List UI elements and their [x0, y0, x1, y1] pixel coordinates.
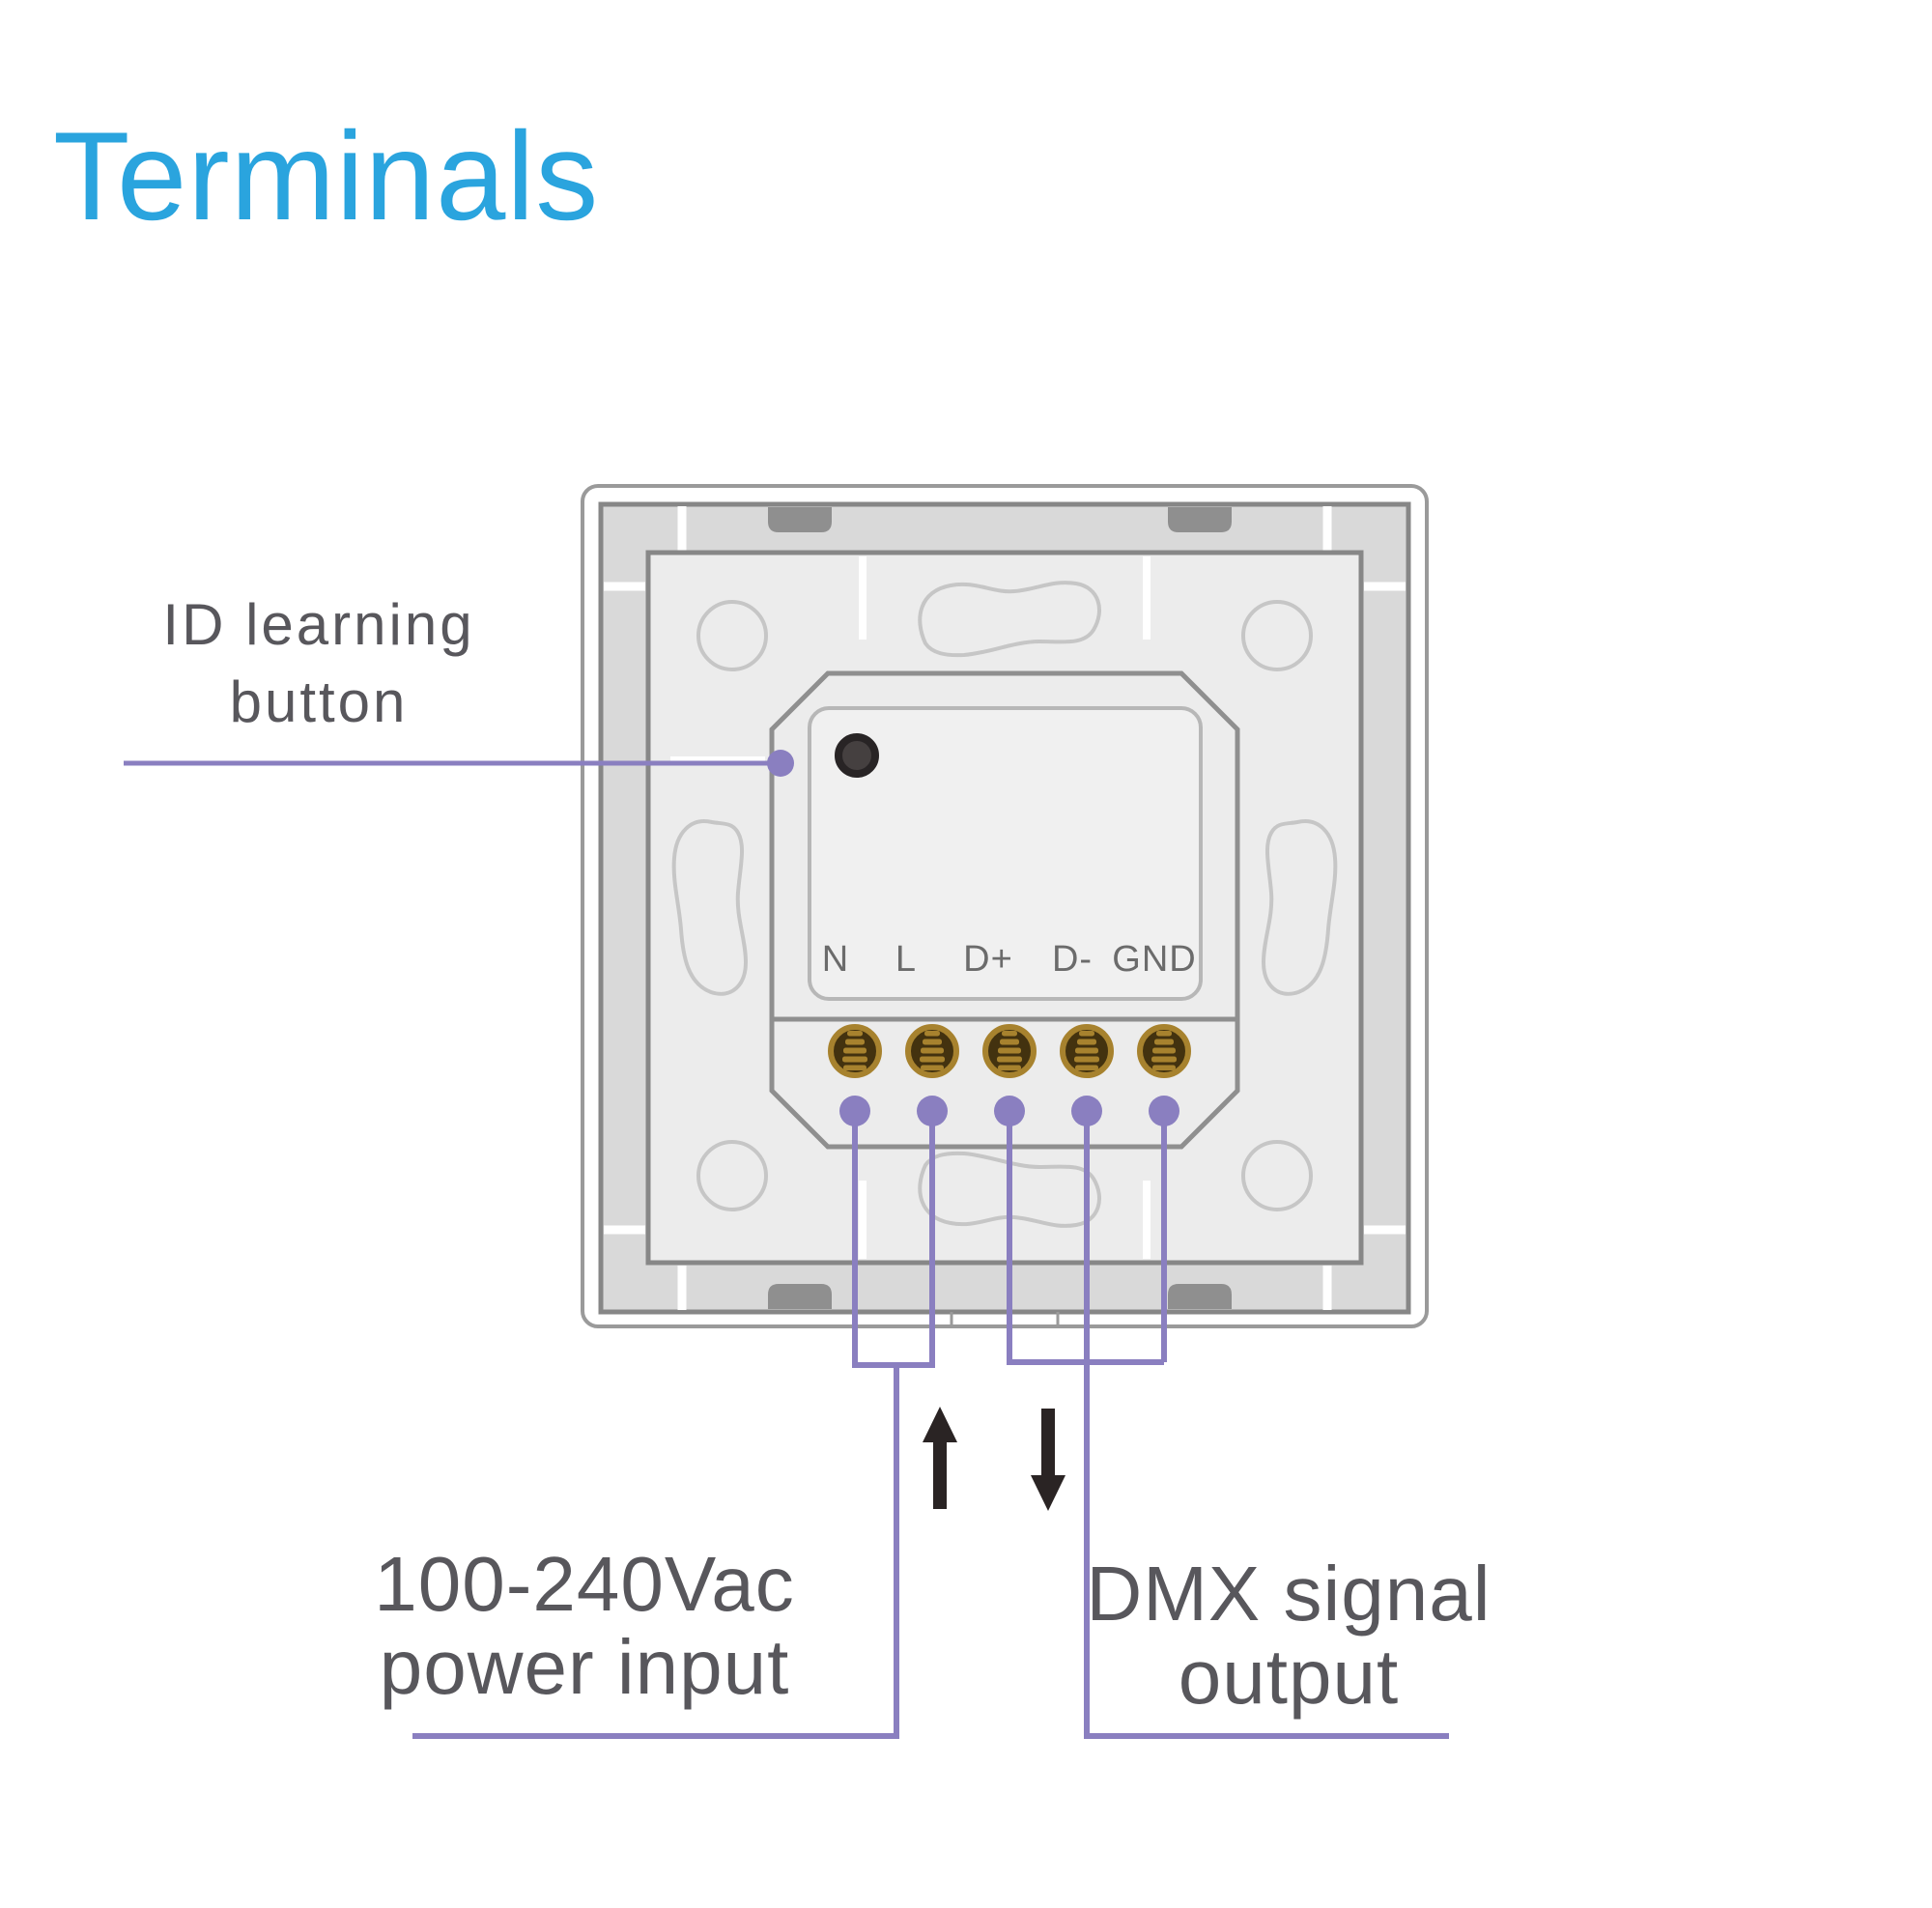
id-callout-dot	[767, 750, 794, 777]
bean-relief-right	[1261, 819, 1338, 996]
power-input-callout-line1: 100-240Vac	[374, 1541, 795, 1627]
bean-relief-left	[671, 819, 749, 996]
id-learning-callout-line2: button	[229, 669, 409, 734]
id-learning-callout: ID learning button	[77, 586, 560, 741]
bean-relief-bottom	[918, 1151, 1101, 1228]
corner-boss-top-right	[1241, 600, 1313, 671]
terminal-label-l: L	[895, 939, 917, 980]
frame-notch-marks	[950, 1312, 1060, 1324]
id-learning-button-icon	[835, 733, 879, 778]
wall-panel: N L D+ D- GND	[581, 484, 1429, 1328]
id-learning-callout-line1: ID learning	[162, 592, 475, 657]
terminal-label-n: N	[822, 939, 849, 980]
inner-plate-seam-marks	[670, 556, 1151, 1259]
connection-dot-l	[917, 1096, 948, 1126]
module-face-plate	[808, 706, 1203, 1001]
terminal-screw-n	[828, 1024, 882, 1078]
mounting-tab-bottom-right	[1168, 1284, 1232, 1309]
mounting-tab-top-left	[768, 507, 832, 532]
dmx-output-callout: DMX signal output	[1047, 1552, 1530, 1718]
terminal-screw-d-plus	[982, 1024, 1037, 1078]
dmx-output-callout-line1: DMX signal	[1086, 1551, 1492, 1637]
connection-dot-n	[839, 1096, 870, 1126]
connection-dot-d-plus	[994, 1096, 1025, 1126]
corner-boss-top-left	[696, 600, 768, 671]
corner-boss-bottom-right	[1241, 1140, 1313, 1211]
power-flow-up-arrow-icon	[923, 1407, 957, 1509]
wiring	[124, 750, 1449, 1739]
terminal-label-d-minus: D-	[1052, 939, 1093, 980]
connection-dot-gnd	[1149, 1096, 1179, 1126]
dmx-output-callout-line2: output	[1178, 1633, 1400, 1720]
terminal-label-gnd: GND	[1112, 939, 1196, 980]
power-input-callout: 100-240Vac power input	[343, 1543, 826, 1708]
terminal-label-d-plus: D+	[963, 939, 1013, 980]
plate-seam-marks-vertical	[677, 506, 1332, 1310]
plate-seam-marks-horizontal	[604, 582, 1406, 1235]
bean-relief-top	[918, 581, 1101, 658]
connection-dot-d-minus	[1071, 1096, 1102, 1126]
power-input-callout-line2: power input	[379, 1623, 790, 1710]
corner-boss-bottom-left	[696, 1140, 768, 1211]
page-title: Terminals	[53, 105, 600, 246]
mounting-tab-bottom-left	[768, 1284, 832, 1309]
signal-flow-down-arrow-icon	[1031, 1409, 1065, 1511]
terminal-screw-l	[905, 1024, 959, 1078]
terminal-screw-gnd	[1137, 1024, 1191, 1078]
power-input-wire	[412, 1119, 935, 1739]
dmx-output-wire	[1007, 1119, 1449, 1739]
terminal-screw-d-minus	[1060, 1024, 1114, 1078]
mounting-tab-top-right	[1168, 507, 1232, 532]
